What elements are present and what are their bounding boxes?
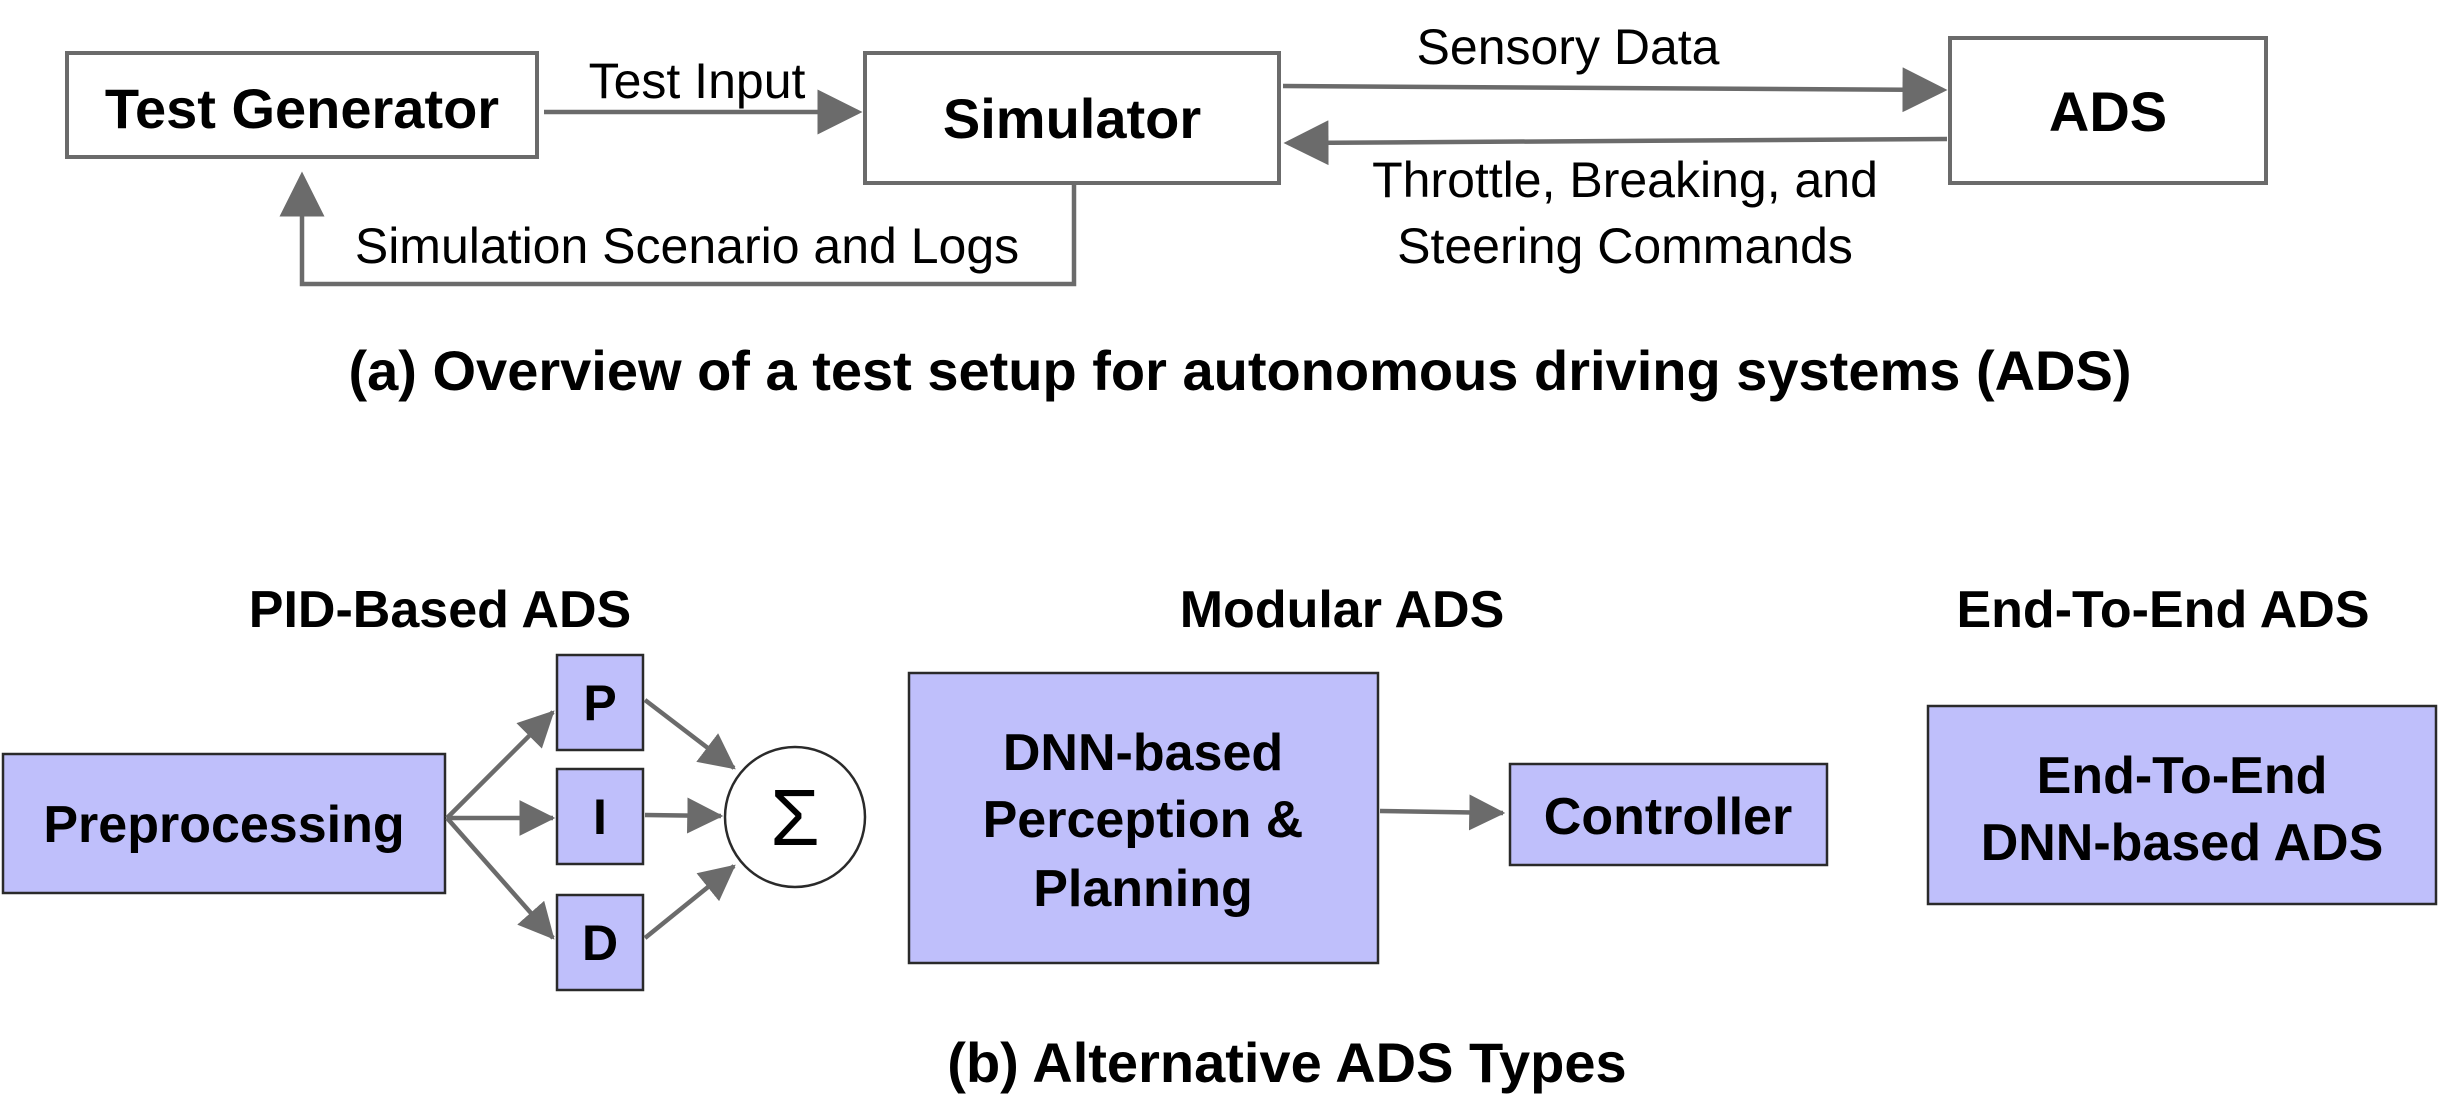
pre-to-d-arrow [445,816,555,940]
dnn-label-line2: Perception & [983,791,1304,849]
e2e-label-line1: End-To-End [2037,747,2328,805]
sum-symbol: Σ [770,773,819,862]
dnn-to-controller-arrow [1379,794,1506,831]
simulator-box [863,51,1281,185]
dnn-label-line3: Planning [1033,860,1253,918]
ads-box [1948,36,2268,185]
i-box [555,767,645,866]
sum-node [723,745,867,889]
e2e-box [1926,704,2438,906]
e2e-title: End-To-End ADS [1956,581,2369,639]
i-to-sum-arrow [644,797,724,834]
p-label: P [583,675,616,731]
caption-a: (a) Overview of a test setup for autonom… [348,339,2131,402]
ads-label: ADS [2049,80,2167,143]
test-generator-box [65,51,539,159]
modular-title: Modular ADS [1180,581,1505,639]
test-input-label: Test Input [589,53,806,109]
commands-label-line1: Throttle, Breaking, and [1372,152,1878,208]
dnn-perception-planning-box [907,671,1380,965]
p-to-sum-arrow [643,698,736,770]
sensory-data-arrow [1282,67,1948,113]
commands-arrow [1283,120,1948,166]
scenario-logs-label: Simulation Scenario and Logs [355,218,1019,274]
commands-label-line2: Steering Commands [1397,218,1853,274]
scenario-logs-arrow [279,171,1077,287]
e2e-label-line2: DNN-based ADS [1981,814,2384,872]
d-to-sum-arrow [643,864,736,940]
simulator-label: Simulator [943,87,1201,150]
pid-title: PID-Based ADS [249,581,631,639]
d-box [555,893,645,992]
pre-to-p-arrow [445,710,555,820]
dnn-label-line1: DNN-based [1003,724,1283,782]
d-label: D [582,915,618,971]
caption-b: (b) Alternative ADS Types [947,1031,1626,1094]
preprocessing-box [1,752,447,895]
controller-label: Controller [1544,788,1792,846]
p-box [555,653,645,752]
i-label: I [593,789,607,845]
test-generator-label: Test Generator [105,77,499,140]
preprocessing-label: Preprocessing [43,796,404,854]
sensory-data-label: Sensory Data [1417,19,1720,75]
controller-box [1508,762,1829,867]
